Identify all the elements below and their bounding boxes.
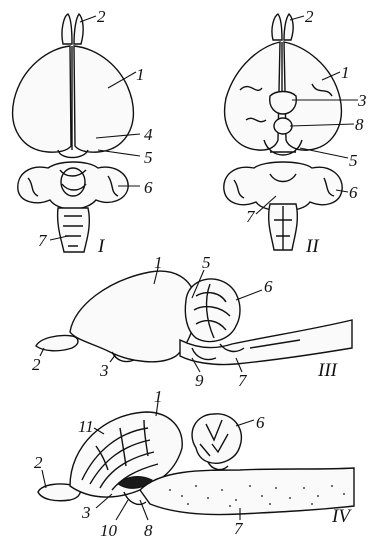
view-i-numeral: I xyxy=(97,236,106,257)
view-iii-label-5: 5 xyxy=(202,253,211,272)
view-ii-label-7: 7 xyxy=(246,207,256,226)
view-iii-label-2: 2 xyxy=(32,355,41,374)
view-i-label-2: 2 xyxy=(97,7,106,26)
view-iv-numeral: IV xyxy=(331,506,352,527)
view-iv-label-6: 6 xyxy=(256,413,265,432)
view-iii-label-3: 3 xyxy=(99,361,109,380)
view-iv-cerebellum xyxy=(192,414,241,463)
view-i-label-4: 4 xyxy=(144,125,153,144)
view-iv-label-8: 8 xyxy=(144,521,153,540)
view-ii-label-6: 6 xyxy=(349,183,358,202)
view-i-right-hemisphere xyxy=(74,46,133,152)
view-ii-label-1: 1 xyxy=(341,63,350,82)
view-ii-drawing xyxy=(224,14,358,250)
view-iii-label-1: 1 xyxy=(154,253,163,272)
view-iii-label-7: 7 xyxy=(238,371,248,390)
view-iv-label-10: 10 xyxy=(100,521,118,540)
view-i-drawing xyxy=(13,14,140,252)
view-iii-label-6: 6 xyxy=(264,277,273,296)
view-ii-label-8: 8 xyxy=(355,115,364,134)
view-iv-brainstem xyxy=(140,468,354,515)
view-i-label-7: 7 xyxy=(38,231,48,250)
view-i-label-6: 6 xyxy=(144,178,153,197)
view-iii-cerebellum xyxy=(185,279,240,342)
view-i-left-hemisphere xyxy=(13,46,71,152)
view-ii-numeral: II xyxy=(305,236,320,257)
view-iv-label-11: 11 xyxy=(78,417,94,436)
view-i-label-1: 1 xyxy=(136,65,145,84)
view-iii-drawing xyxy=(36,268,352,372)
view-iii-olfactory-bulb xyxy=(36,335,78,350)
view-iv-label-7: 7 xyxy=(234,519,244,538)
view-iv-label-3: 3 xyxy=(81,503,91,522)
view-i-olfactory-bulbs xyxy=(62,14,83,44)
view-i-label-5: 5 xyxy=(144,148,153,167)
view-iii-numeral: III xyxy=(317,360,339,381)
view-iii-label-9: 9 xyxy=(195,371,204,390)
view-ii-label-5: 5 xyxy=(349,151,358,170)
view-ii-label-3: 3 xyxy=(357,91,367,110)
view-iv-label-2: 2 xyxy=(34,453,43,472)
view-iii-hemisphere xyxy=(70,271,196,362)
view-ii-label-2: 2 xyxy=(305,7,314,26)
view-ii-olfactory-bulbs xyxy=(272,14,293,40)
view-iv-label-1: 1 xyxy=(154,387,163,406)
